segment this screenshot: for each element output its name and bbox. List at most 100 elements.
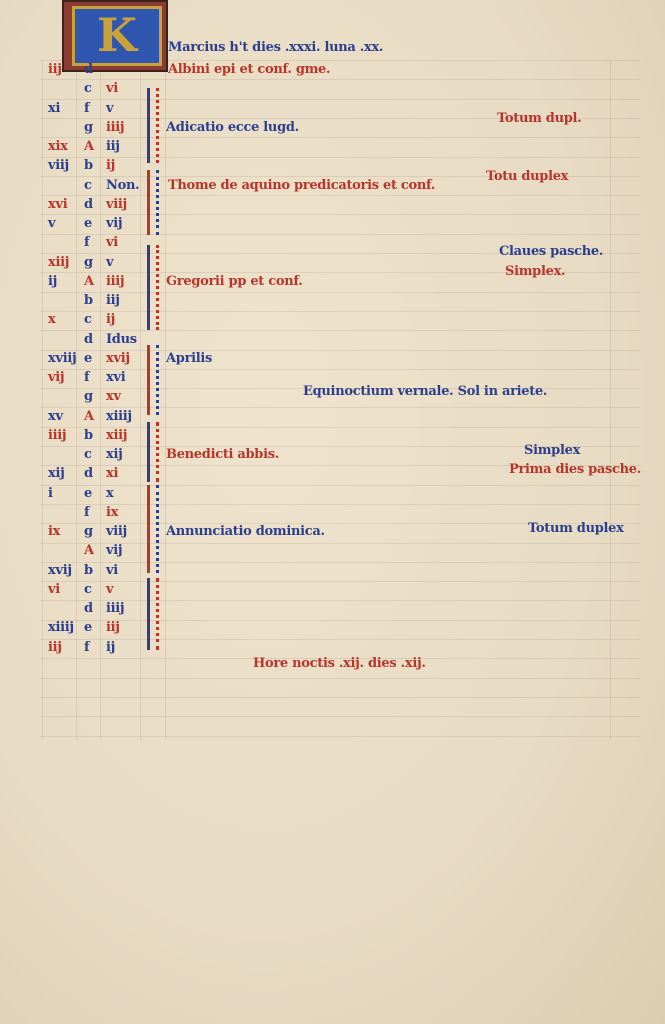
ruling-line <box>40 465 640 467</box>
ruling-line <box>40 658 640 660</box>
golden-number: ix <box>48 524 61 539</box>
ruling-line <box>40 233 640 235</box>
golden-number: xiiij <box>48 620 74 636</box>
bracket-flourish <box>147 88 159 163</box>
ruling-line <box>40 561 640 563</box>
bracket-flourish <box>147 422 159 482</box>
rank-note: Prima dies pasche. <box>509 462 642 477</box>
kalends-feast: Albini epi et conf. gme. <box>168 62 331 77</box>
ruling-line <box>40 310 640 312</box>
ruling-line <box>40 388 640 390</box>
golden-number: v <box>48 216 56 231</box>
roman-day: ij <box>106 639 116 655</box>
golden-number: iij <box>48 62 62 77</box>
ruling-line <box>40 542 640 544</box>
roman-day: viij <box>106 524 127 539</box>
ruling-line <box>42 60 43 740</box>
dominical-letter: f <box>84 235 90 251</box>
dominical-letter: g <box>84 119 93 135</box>
dominical-letter: d <box>84 196 93 212</box>
roman-day: ij <box>106 312 116 328</box>
roman-day: v <box>106 254 114 270</box>
dominical-letter: d <box>84 62 93 77</box>
feast-entry: Benedicti abbis. <box>166 447 279 462</box>
roman-day: vij <box>106 543 123 559</box>
ruling-line <box>76 60 77 740</box>
roman-day: iij <box>106 139 120 154</box>
dominical-letter: f <box>84 639 90 655</box>
golden-number: viij <box>48 158 69 174</box>
dominical-letter: c <box>84 581 92 597</box>
roman-day: xvij <box>106 350 130 366</box>
golden-number: xviij <box>48 350 77 366</box>
dominical-letter: A <box>84 273 94 289</box>
ruling-line <box>40 195 640 197</box>
golden-number: xi <box>48 100 61 116</box>
dominical-letter: b <box>84 562 93 578</box>
roman-day: v <box>106 581 114 597</box>
initial-letter: K <box>72 6 162 66</box>
feast-entry: Adicatio ecce lugd. <box>166 119 299 135</box>
golden-number: iiij <box>48 427 67 443</box>
dominical-letter: f <box>84 370 90 385</box>
ruling-line <box>40 117 640 119</box>
roman-day: ij <box>106 158 116 174</box>
bracket-flourish <box>147 345 159 415</box>
dominical-letter: d <box>84 601 93 616</box>
ruling-line <box>40 716 640 718</box>
ruling-line <box>40 407 640 409</box>
dominical-letter: c <box>84 81 92 97</box>
rank-note: Totu duplex <box>486 169 569 184</box>
roman-day: Idus <box>106 331 137 347</box>
ruling-line <box>610 60 611 740</box>
feast-entry: Annunciatio dominica. <box>166 524 325 539</box>
ruling-line <box>40 639 640 640</box>
bracket-flourish <box>147 245 159 330</box>
ruling-line <box>40 368 640 370</box>
ruling-line <box>165 60 166 740</box>
roman-day: xiij <box>106 427 128 443</box>
ruling-line <box>40 484 640 486</box>
dominical-letter: f <box>84 504 90 520</box>
rank-note: Totum duplex <box>528 521 624 536</box>
roman-day: iiij <box>106 119 125 135</box>
roman-day: iiij <box>106 273 125 289</box>
golden-number: vij <box>48 370 65 385</box>
rank-note: Simplex <box>524 443 581 458</box>
roman-day: iij <box>106 620 120 636</box>
dominical-letter: e <box>84 485 92 501</box>
golden-number: x <box>48 312 56 328</box>
roman-day: viij <box>106 196 127 212</box>
roman-day: iiij <box>106 601 125 616</box>
golden-number: xix <box>48 139 68 154</box>
dominical-letter: A <box>84 543 94 559</box>
dominical-letter: f <box>84 100 90 116</box>
bracket-flourish <box>147 170 159 235</box>
ruling-line <box>40 349 640 351</box>
golden-number: xij <box>48 466 65 482</box>
dominical-letter: e <box>84 216 92 231</box>
dominical-letter: g <box>84 524 93 539</box>
ruling-line <box>40 446 640 447</box>
ruling-line <box>40 581 640 583</box>
golden-number: xiij <box>48 254 70 270</box>
dominical-letter: b <box>84 427 93 443</box>
ruling-line <box>40 523 640 525</box>
dominical-letter: d <box>84 331 93 347</box>
feast-entry: Thome de aquino predicatoris et conf. <box>168 177 436 193</box>
month-heading: Marcius h't dies .xxxi. luna .xx. <box>168 40 384 55</box>
ruling-line <box>40 98 640 100</box>
dominical-letter: e <box>84 620 92 636</box>
illuminated-initial: K <box>62 0 168 72</box>
ruling-line <box>40 214 640 216</box>
roman-day: xij <box>106 447 123 462</box>
equinox-note: Equinoctium vernale. Sol in ariete. <box>303 384 548 399</box>
roman-day: xiiij <box>106 408 132 424</box>
dominical-letter: c <box>84 312 92 328</box>
ruling-line <box>40 137 640 139</box>
ruling-line <box>40 291 640 293</box>
dominical-letter: c <box>84 447 92 462</box>
ruling-line <box>40 156 640 158</box>
roman-day: vi <box>106 81 118 97</box>
roman-day: v <box>106 100 114 116</box>
